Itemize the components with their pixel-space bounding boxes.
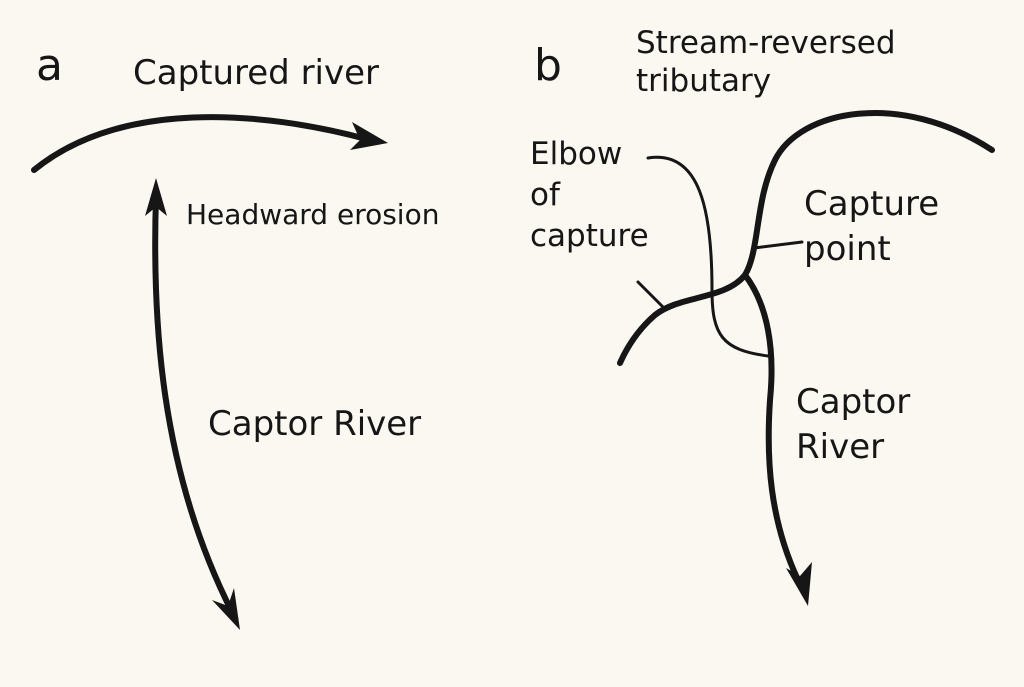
captor-river-b-line [742, 272, 801, 583]
captor-river-b-label: Captor River [796, 382, 911, 468]
captor-river-a-label: Captor River [208, 404, 422, 444]
captured-river-b-line [617, 110, 995, 366]
panel-b-letter: b [534, 40, 562, 91]
capture-point-label: Capture point [804, 184, 940, 270]
elbow-of-capture-label: Elbow of capture [530, 136, 649, 255]
headward-erosion-arrowhead [145, 178, 167, 216]
captor-river-a-line [152, 193, 235, 615]
captured-river-label: Captured river [133, 53, 380, 93]
captor-river-b-arrowhead [786, 562, 812, 606]
captor-river-a-arrowhead [212, 588, 240, 630]
panel-a-letter: a [36, 40, 63, 91]
stream-reversed-tributary-label: Stream-reversed tributary [636, 25, 896, 100]
elbow-leader-line [636, 280, 666, 310]
captured-river-arrowhead [350, 122, 388, 150]
captured-river-line [31, 114, 373, 173]
headward-erosion-label: Headward erosion [186, 198, 440, 231]
stream-reversed-tributary-line [646, 155, 770, 358]
capture-point-leader-line [752, 240, 804, 250]
